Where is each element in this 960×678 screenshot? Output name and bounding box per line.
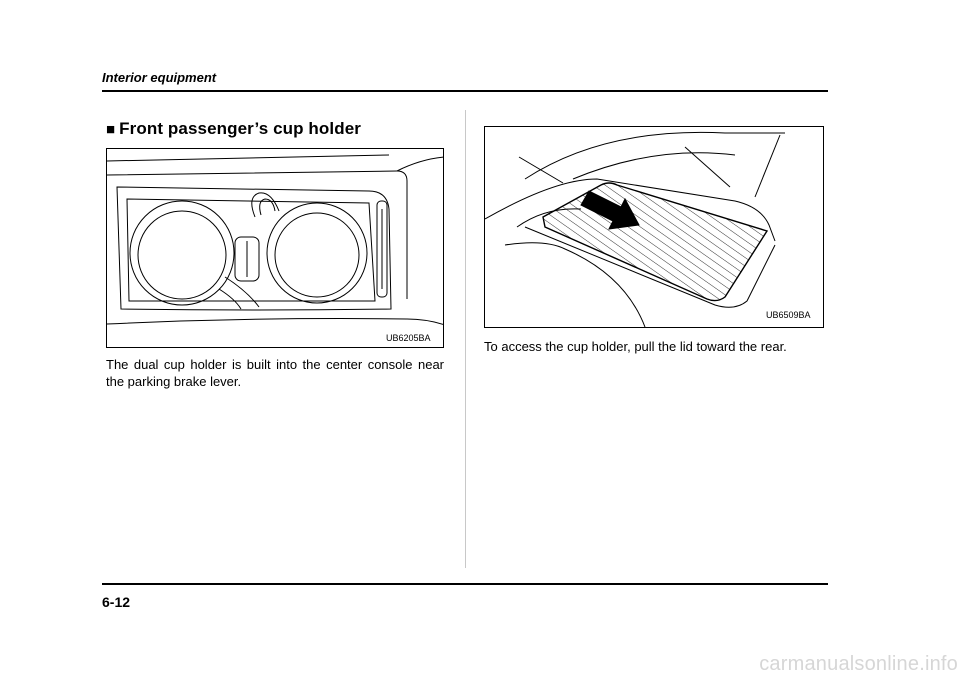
figure-code-right: UB6509BA (766, 310, 811, 320)
lid-illustration (484, 126, 824, 328)
page-number: 6-12 (102, 594, 131, 610)
section-marker-icon: ■ (106, 121, 116, 138)
body-text-right: To access the cup holder, pull the lid t… (484, 339, 787, 354)
column-divider (465, 110, 466, 568)
lid-drawing (485, 131, 785, 327)
watermark: carmanualsonline.info (759, 653, 958, 675)
figure-code-left: UB6205BA (386, 333, 431, 343)
body-text-left: The dual cup holder is built into the ce… (106, 357, 444, 389)
cup-holder-illustration (106, 148, 444, 348)
header-rule (102, 90, 828, 92)
footer-rule (102, 583, 828, 585)
cup-holder-drawing (107, 154, 443, 325)
section-heading: ■Front passenger’s cup holder (106, 119, 361, 139)
section-heading-text: Front passenger’s cup holder (119, 119, 361, 138)
running-header: Interior equipment (102, 70, 217, 85)
